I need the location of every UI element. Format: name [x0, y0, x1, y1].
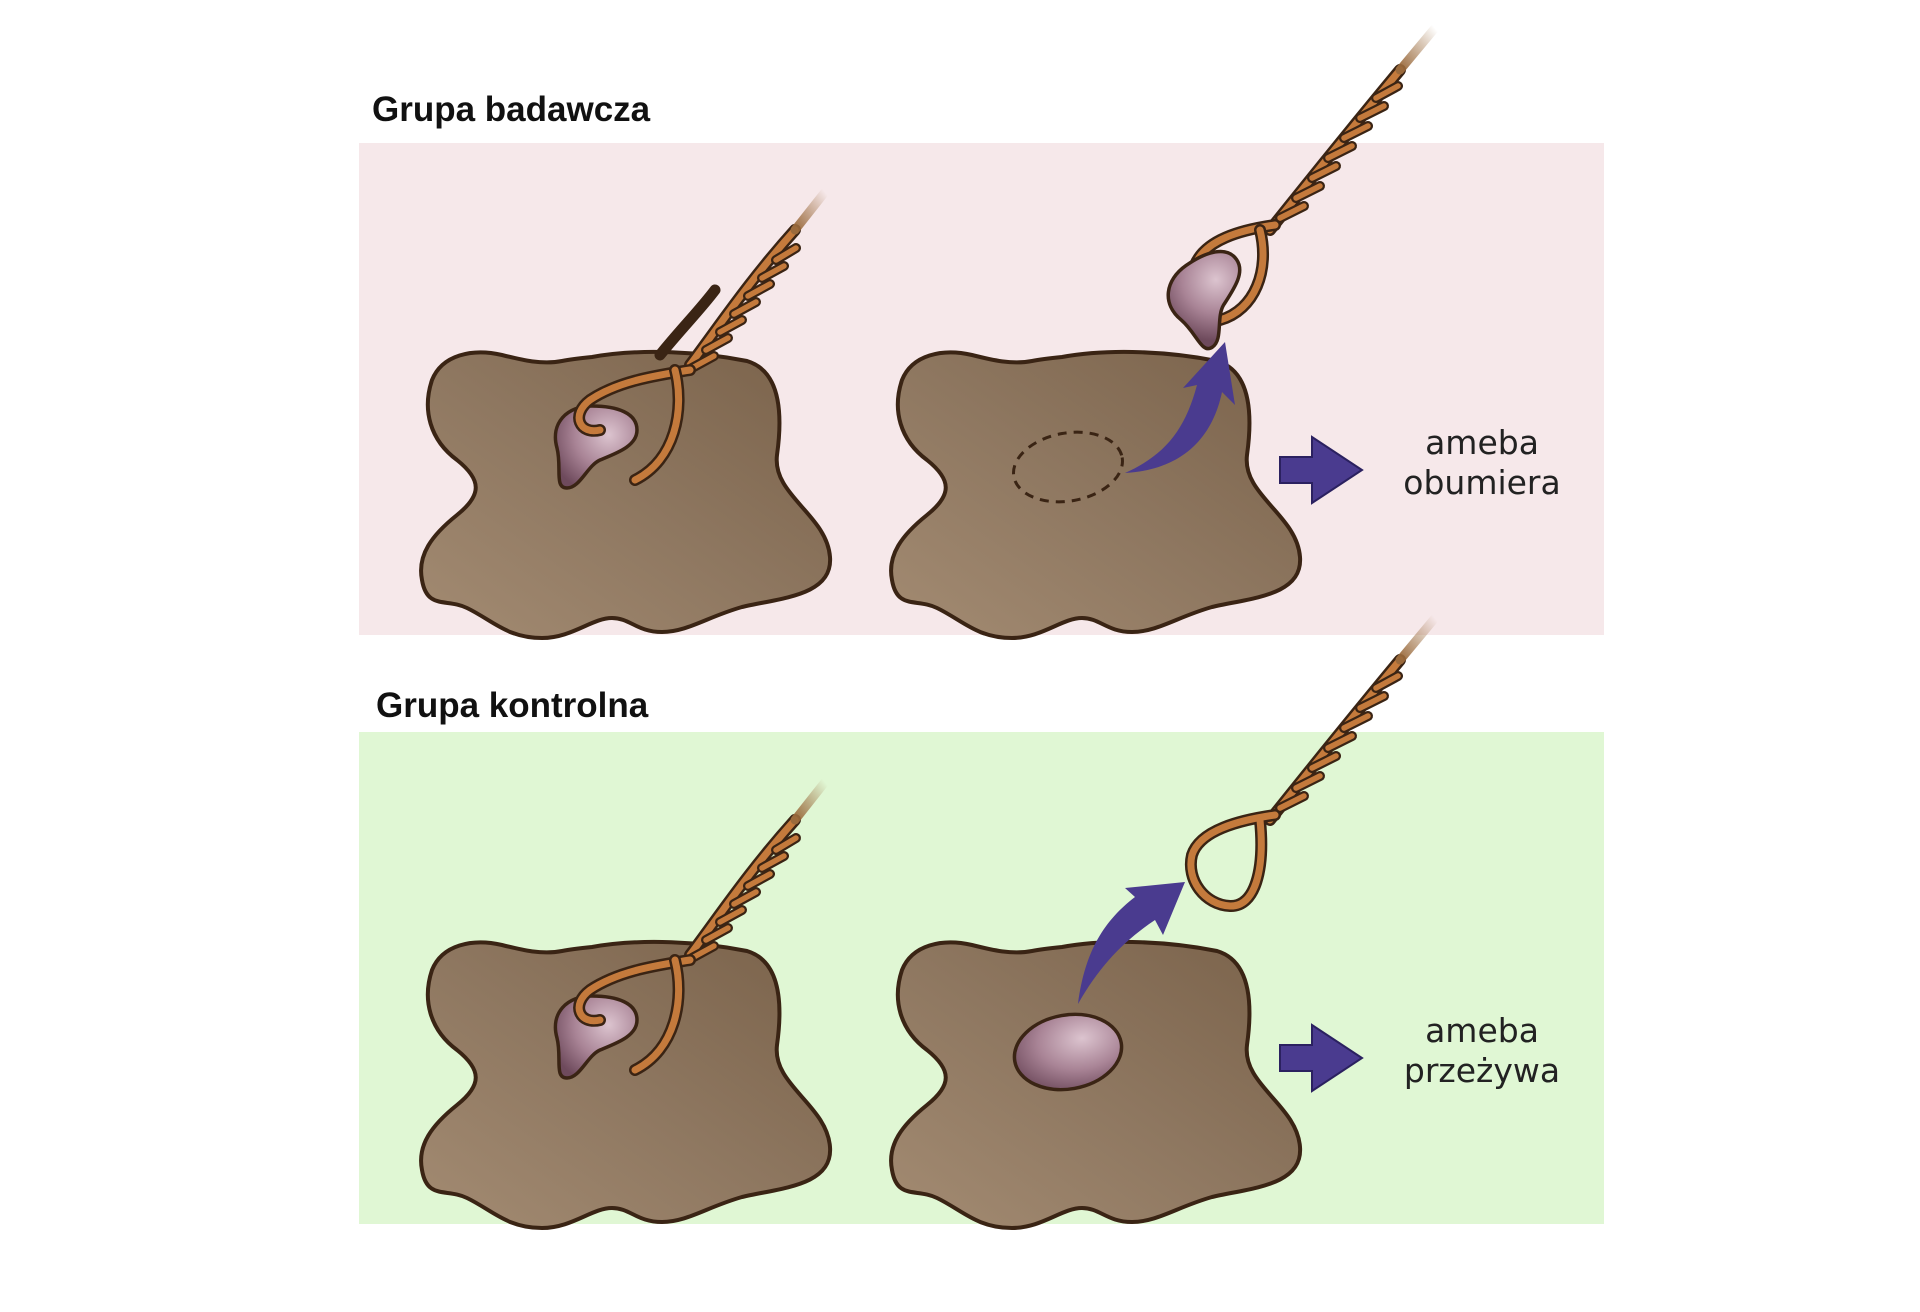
- control-amoeba-before: [419, 939, 833, 1230]
- experimental-result-label: ameba obumiera: [1352, 423, 1612, 503]
- result-arrow-icon-control: [1279, 1023, 1364, 1093]
- control-result-line2: przeżywa: [1403, 1051, 1561, 1090]
- control-amoeba-after: [889, 939, 1303, 1230]
- control-microhook-inserted: [573, 777, 830, 1076]
- nucleus-removal-arrow: [1125, 342, 1235, 473]
- experimental-amoeba-before: [419, 349, 833, 640]
- experimental-microhook-inserted: [573, 187, 830, 486]
- control-microhook-empty: [1184, 613, 1440, 912]
- control-result-label: ameba przeżywa: [1352, 1011, 1612, 1091]
- hook-withdrawal-arrow: [1078, 882, 1185, 1004]
- control-nucleus-intact: [1012, 1012, 1124, 1092]
- experimental-result-line2: obumiera: [1403, 463, 1561, 502]
- control-result-line1: ameba: [1425, 1011, 1539, 1050]
- experimental-result-line1: ameba: [1425, 423, 1539, 462]
- result-arrow-icon-experimental: [1279, 435, 1364, 505]
- experimental-microhook-with-nucleus: [1188, 23, 1440, 326]
- experimental-group-title: Grupa badawcza: [372, 90, 651, 129]
- experimental-microhook-before: [654, 284, 721, 361]
- empty-nucleus-outline: [1012, 430, 1124, 504]
- control-group-title: Grupa kontrolna: [376, 686, 649, 725]
